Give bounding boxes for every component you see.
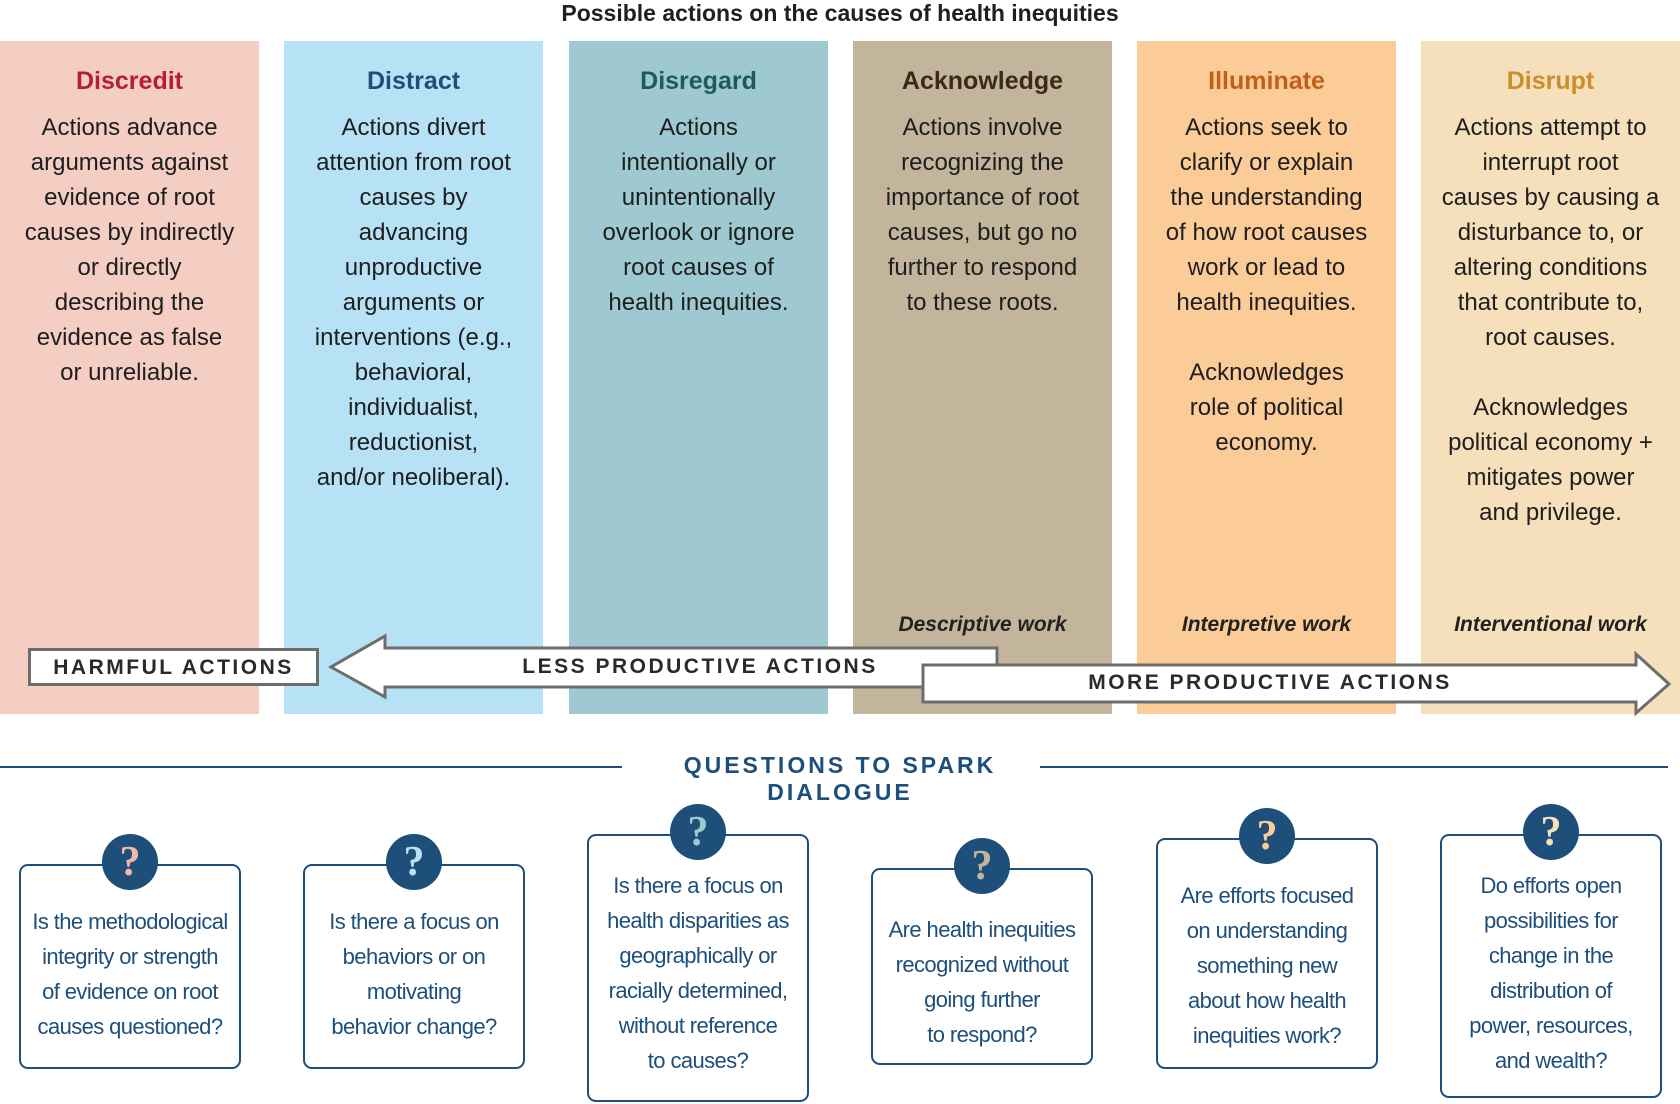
column-heading: Acknowledge	[901, 67, 1064, 95]
question-text: Is there a focus on behaviors or on moti…	[329, 909, 499, 1039]
column-description: Actions divert attention from root cause…	[314, 114, 513, 491]
question-mark-icon: ?	[670, 804, 726, 860]
column-description: Actions advance arguments against eviden…	[24, 114, 235, 386]
column-distract: Distract Actions divert attention from r…	[284, 41, 543, 714]
column-description: Actions involve recognizing the importan…	[885, 114, 1080, 316]
question-text: Are efforts focused on understanding som…	[1180, 883, 1354, 1048]
more-productive-label: MORE PRODUCTIVE ACTIONS	[1088, 671, 1452, 694]
question-text: Are health inequities recognized without…	[888, 917, 1076, 1047]
work-type-label: Descriptive work	[898, 613, 1067, 636]
less-productive-label: LESS PRODUCTIVE ACTIONS	[522, 655, 878, 678]
column-heading: Illuminate	[1208, 67, 1325, 95]
question-mark-icon: ?	[1523, 804, 1579, 860]
column-heading: Disrupt	[1506, 67, 1595, 95]
divider-left	[0, 766, 622, 768]
column-description: Actions intentionally or unintentionally…	[602, 114, 795, 316]
question-text: Is the methodological integrity or stren…	[32, 909, 228, 1039]
column-description: Actions attempt to interrupt root causes…	[1441, 114, 1660, 526]
question-mark-icon: ?	[102, 834, 158, 890]
column-discredit: Discredit Actions advance arguments agai…	[0, 41, 259, 714]
question-card: ? Is the methodological integrity or str…	[19, 834, 241, 1069]
question-mark-icon: ?	[1239, 808, 1295, 864]
column-disregard: Disregard Actions intentionally or unint…	[569, 41, 828, 714]
question-text: Do efforts open possibilities for change…	[1469, 873, 1633, 1073]
question-mark-icon: ?	[386, 834, 442, 890]
question-card: ? Do efforts open possibilities for chan…	[1440, 804, 1662, 1098]
column-heading: Discredit	[76, 67, 183, 95]
column-heading: Disregard	[640, 67, 757, 95]
work-type-label: Interventional work	[1454, 613, 1647, 636]
question-mark-icon: ?	[954, 838, 1010, 894]
question-card: ? Are efforts focused on understanding s…	[1156, 808, 1378, 1069]
action-arrows	[327, 633, 1672, 717]
question-card: ? Are health inequities recognized witho…	[871, 838, 1093, 1065]
column-heading: Distract	[366, 67, 461, 95]
work-type-label: Interpretive work	[1181, 613, 1352, 636]
column-illuminate: Illuminate Actions seek to clarify or ex…	[1137, 41, 1396, 714]
question-text: Is there a focus on health disparities a…	[607, 873, 789, 1073]
harmful-actions-box: HARMFUL ACTIONS	[28, 648, 319, 686]
more-productive-arrow	[921, 650, 1672, 717]
questions-heading: QUESTIONS TO SPARK DIALOGUE	[683, 752, 997, 805]
column-acknowledge: Acknowledge Actions involve recognizing …	[853, 41, 1112, 714]
column-disrupt: Disrupt Actions attempt to interrupt roo…	[1421, 41, 1680, 714]
diagram-title: Possible actions on the causes of health…	[561, 0, 1119, 26]
question-card: ? Is there a focus on health disparities…	[587, 804, 809, 1102]
column-description: Actions seek to clarify or explain the u…	[1165, 114, 1368, 456]
less-productive-arrow	[327, 633, 999, 700]
question-card: ? Is there a focus on behaviors or on mo…	[303, 834, 525, 1069]
divider-right	[1040, 766, 1668, 768]
